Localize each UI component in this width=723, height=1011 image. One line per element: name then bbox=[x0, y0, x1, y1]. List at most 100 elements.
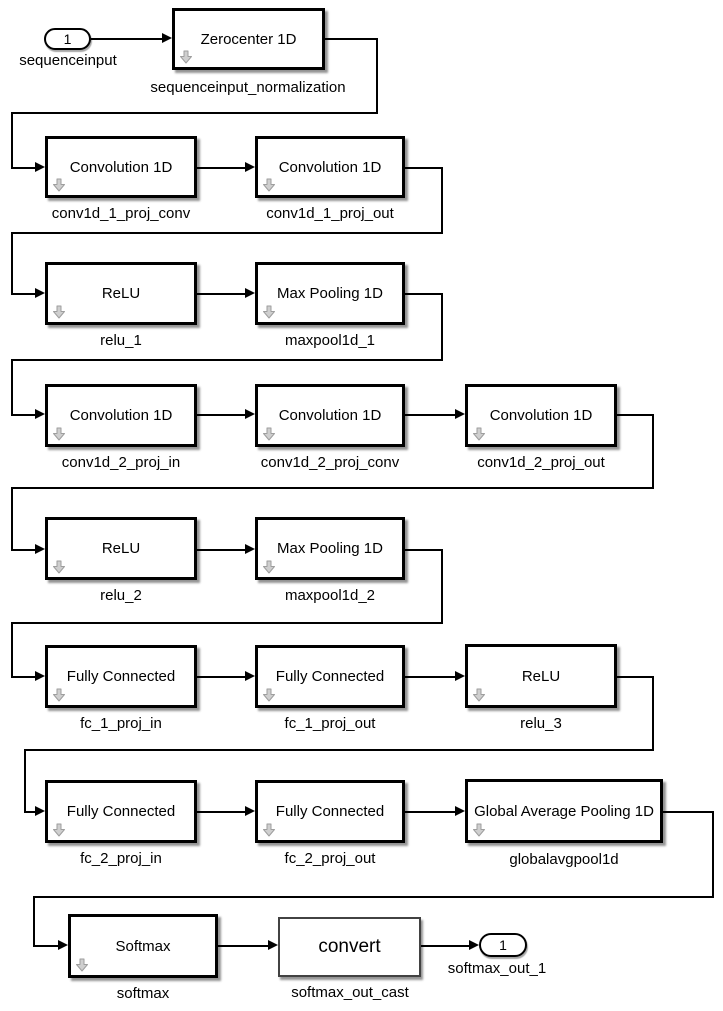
wire[interactable] bbox=[11, 622, 13, 677]
wire[interactable] bbox=[11, 293, 36, 295]
block-conv1d_1_proj_out[interactable]: Convolution 1D bbox=[255, 136, 405, 198]
block-relu_1[interactable]: ReLU bbox=[45, 262, 197, 325]
wire[interactable] bbox=[11, 676, 36, 678]
input-port-label: sequenceinput bbox=[19, 52, 117, 69]
wire[interactable] bbox=[441, 167, 443, 234]
wire[interactable] bbox=[24, 749, 26, 812]
block-sequenceinput_normalization[interactable]: Zerocenter 1D bbox=[172, 8, 325, 70]
wire[interactable] bbox=[11, 112, 378, 114]
wire-arrowhead bbox=[455, 409, 465, 419]
wire[interactable] bbox=[11, 167, 36, 169]
block-label: conv1d_2_proj_out bbox=[477, 454, 605, 471]
block-conv1d_2_proj_in[interactable]: Convolution 1D bbox=[45, 384, 197, 447]
wire[interactable] bbox=[617, 676, 653, 678]
wire[interactable] bbox=[33, 896, 714, 898]
wire[interactable] bbox=[197, 549, 245, 551]
wire[interactable] bbox=[33, 896, 35, 946]
layer-down-arrow-icon bbox=[263, 823, 275, 837]
block-label: fc_1_proj_in bbox=[80, 715, 162, 732]
wire[interactable] bbox=[11, 549, 36, 551]
block-title: Max Pooling 1D bbox=[277, 285, 383, 302]
wire[interactable] bbox=[218, 945, 268, 947]
layer-down-arrow-icon bbox=[53, 427, 65, 441]
block-fc_2_proj_in[interactable]: Fully Connected bbox=[45, 780, 197, 843]
wire[interactable] bbox=[11, 414, 36, 416]
block-title: Zerocenter 1D bbox=[200, 30, 297, 48]
wire-arrowhead bbox=[35, 409, 45, 419]
wire[interactable] bbox=[11, 232, 443, 234]
block-conv1d_2_proj_out[interactable]: Convolution 1D bbox=[465, 384, 617, 447]
block-maxpool1d_1[interactable]: Max Pooling 1D bbox=[255, 262, 405, 325]
block-maxpool1d_2[interactable]: Max Pooling 1D bbox=[255, 517, 405, 580]
output-port-label: softmax_out_1 bbox=[447, 960, 547, 977]
block-fc_1_proj_out[interactable]: Fully Connected bbox=[255, 645, 405, 708]
wire[interactable] bbox=[325, 38, 377, 40]
block-title: Softmax bbox=[115, 937, 171, 955]
block-globalavgpool1d[interactable]: Global Average Pooling 1D bbox=[465, 779, 663, 843]
wire[interactable] bbox=[663, 811, 713, 813]
wire[interactable] bbox=[405, 293, 442, 295]
block-conv1d_1_proj_conv[interactable]: Convolution 1D bbox=[45, 136, 197, 198]
block-fc_1_proj_in[interactable]: Fully Connected bbox=[45, 645, 197, 708]
wire-arrowhead bbox=[162, 33, 172, 43]
block-conv1d_2_proj_conv[interactable]: Convolution 1D bbox=[255, 384, 405, 447]
output-port-1[interactable]: 1 bbox=[479, 933, 527, 957]
wire[interactable] bbox=[11, 622, 443, 624]
wire[interactable] bbox=[652, 676, 654, 750]
wire[interactable] bbox=[405, 811, 455, 813]
wire-arrowhead bbox=[245, 806, 255, 816]
wire[interactable] bbox=[441, 293, 443, 360]
wire[interactable] bbox=[91, 38, 163, 40]
input-port-1[interactable]: 1 bbox=[44, 28, 91, 50]
block-title: ReLU bbox=[101, 285, 141, 302]
block-label: softmax bbox=[116, 985, 170, 1002]
wire[interactable] bbox=[197, 676, 245, 678]
wire[interactable] bbox=[11, 359, 443, 361]
layer-down-arrow-icon bbox=[473, 427, 485, 441]
block-title: Fully Connected bbox=[66, 803, 176, 820]
block-title: Fully Connected bbox=[66, 668, 176, 685]
block-label: fc_1_proj_out bbox=[284, 715, 376, 732]
wire[interactable] bbox=[376, 38, 378, 114]
block-label: relu_2 bbox=[100, 587, 142, 604]
wire[interactable] bbox=[11, 232, 13, 294]
wire[interactable] bbox=[11, 487, 13, 550]
block-softmax_out_cast[interactable]: convert bbox=[278, 917, 421, 977]
wire[interactable] bbox=[11, 359, 13, 415]
wire[interactable] bbox=[33, 945, 59, 947]
wire-arrowhead bbox=[35, 544, 45, 554]
wire[interactable] bbox=[11, 112, 13, 168]
wire-arrowhead bbox=[245, 162, 255, 172]
block-label: relu_3 bbox=[520, 715, 562, 732]
wire[interactable] bbox=[712, 811, 714, 897]
wire-arrowhead bbox=[35, 288, 45, 298]
wire[interactable] bbox=[11, 487, 654, 489]
wire[interactable] bbox=[617, 414, 653, 416]
block-softmax[interactable]: Softmax bbox=[68, 914, 218, 978]
wire[interactable] bbox=[197, 811, 245, 813]
wire[interactable] bbox=[405, 549, 442, 551]
block-label: maxpool1d_1 bbox=[284, 332, 376, 349]
block-relu_2[interactable]: ReLU bbox=[45, 517, 197, 580]
wire[interactable] bbox=[405, 167, 442, 169]
block-relu_3[interactable]: ReLU bbox=[465, 644, 617, 708]
wire-arrowhead bbox=[245, 544, 255, 554]
layer-down-arrow-icon bbox=[263, 178, 275, 192]
wire[interactable] bbox=[197, 414, 245, 416]
wire[interactable] bbox=[421, 945, 469, 947]
block-title: Fully Connected bbox=[275, 803, 385, 820]
block-fc_2_proj_out[interactable]: Fully Connected bbox=[255, 780, 405, 843]
wire[interactable] bbox=[197, 167, 245, 169]
wire[interactable] bbox=[405, 414, 455, 416]
wire[interactable] bbox=[197, 293, 245, 295]
wire-arrowhead bbox=[455, 806, 465, 816]
wire[interactable] bbox=[405, 676, 455, 678]
wire[interactable] bbox=[652, 414, 654, 488]
block-title: Global Average Pooling 1D bbox=[474, 802, 654, 820]
wire[interactable] bbox=[441, 549, 443, 623]
block-title: Fully Connected bbox=[275, 668, 385, 685]
block-label: maxpool1d_2 bbox=[284, 587, 376, 604]
wire[interactable] bbox=[24, 749, 654, 751]
wire[interactable] bbox=[24, 811, 36, 813]
